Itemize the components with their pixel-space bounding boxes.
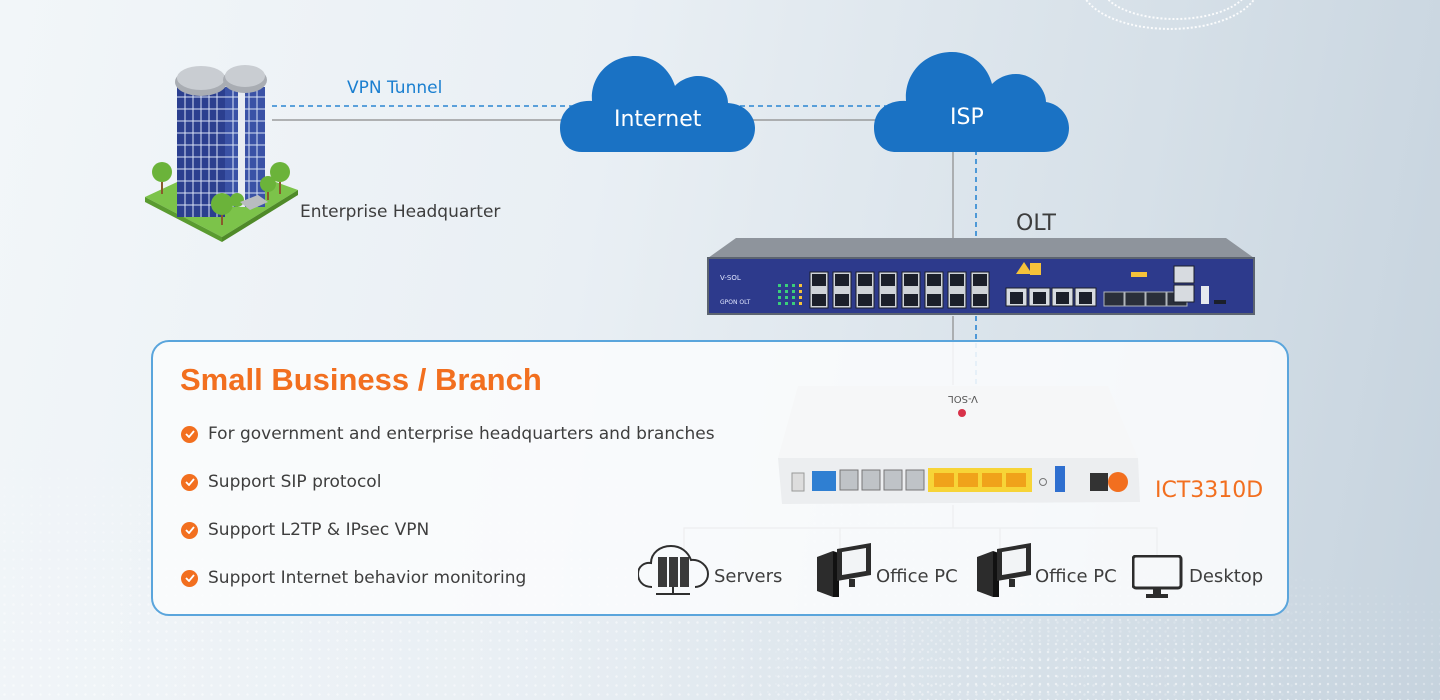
check-circle-icon bbox=[181, 425, 198, 443]
feature-item: Support SIP protocol bbox=[181, 472, 381, 492]
warning-icon bbox=[1016, 262, 1032, 274]
desktop-tower-icon bbox=[817, 543, 871, 597]
endpoint-label: Office PC bbox=[876, 566, 958, 587]
endpoint-label: Desktop bbox=[1189, 566, 1264, 587]
desktop-tower-icon bbox=[977, 543, 1031, 597]
feature-text: Support L2TP & IPsec VPN bbox=[208, 520, 430, 540]
olt-brand-text: V-SOL bbox=[720, 274, 741, 282]
monitor-icon bbox=[1132, 555, 1183, 598]
server-cloud-icon bbox=[638, 545, 710, 595]
ont-model-label: ICT3310D bbox=[1155, 478, 1264, 503]
internet-label: Internet bbox=[614, 107, 702, 132]
endpoint-label: Office PC bbox=[1035, 566, 1117, 587]
feature-text: Support Internet behavior monitoring bbox=[208, 568, 527, 588]
feature-text: Support SIP protocol bbox=[208, 472, 382, 492]
endpoint-label: Servers bbox=[714, 566, 783, 587]
panel-title: Small Business / Branch bbox=[180, 362, 542, 397]
office-building-icon bbox=[145, 65, 298, 242]
feature-item: Support Internet behavior monitoring bbox=[181, 568, 526, 588]
ont-device: V-SOL bbox=[778, 386, 1140, 504]
check-circle-icon bbox=[181, 569, 198, 587]
check-circle-icon bbox=[181, 473, 198, 491]
headquarter-label: Enterprise Headquarter bbox=[300, 202, 501, 222]
check-circle-icon bbox=[181, 521, 198, 539]
feature-text: For government and enterprise headquarte… bbox=[208, 424, 715, 444]
internet-cloud-icon bbox=[560, 56, 755, 152]
ont-brand-text: V-SOL bbox=[948, 393, 978, 404]
feature-item: For government and enterprise headquarte… bbox=[181, 424, 715, 444]
olt-model-text: GPON OLT bbox=[720, 299, 751, 306]
feature-item: Support L2TP & IPsec VPN bbox=[181, 520, 429, 540]
olt-device: V-SOL GPON OLT bbox=[707, 238, 1255, 315]
isp-label: ISP bbox=[950, 105, 984, 130]
isp-cloud-icon bbox=[874, 52, 1069, 152]
olt-label: OLT bbox=[1016, 211, 1056, 236]
vpn-tunnel-label: VPN Tunnel bbox=[347, 78, 443, 98]
